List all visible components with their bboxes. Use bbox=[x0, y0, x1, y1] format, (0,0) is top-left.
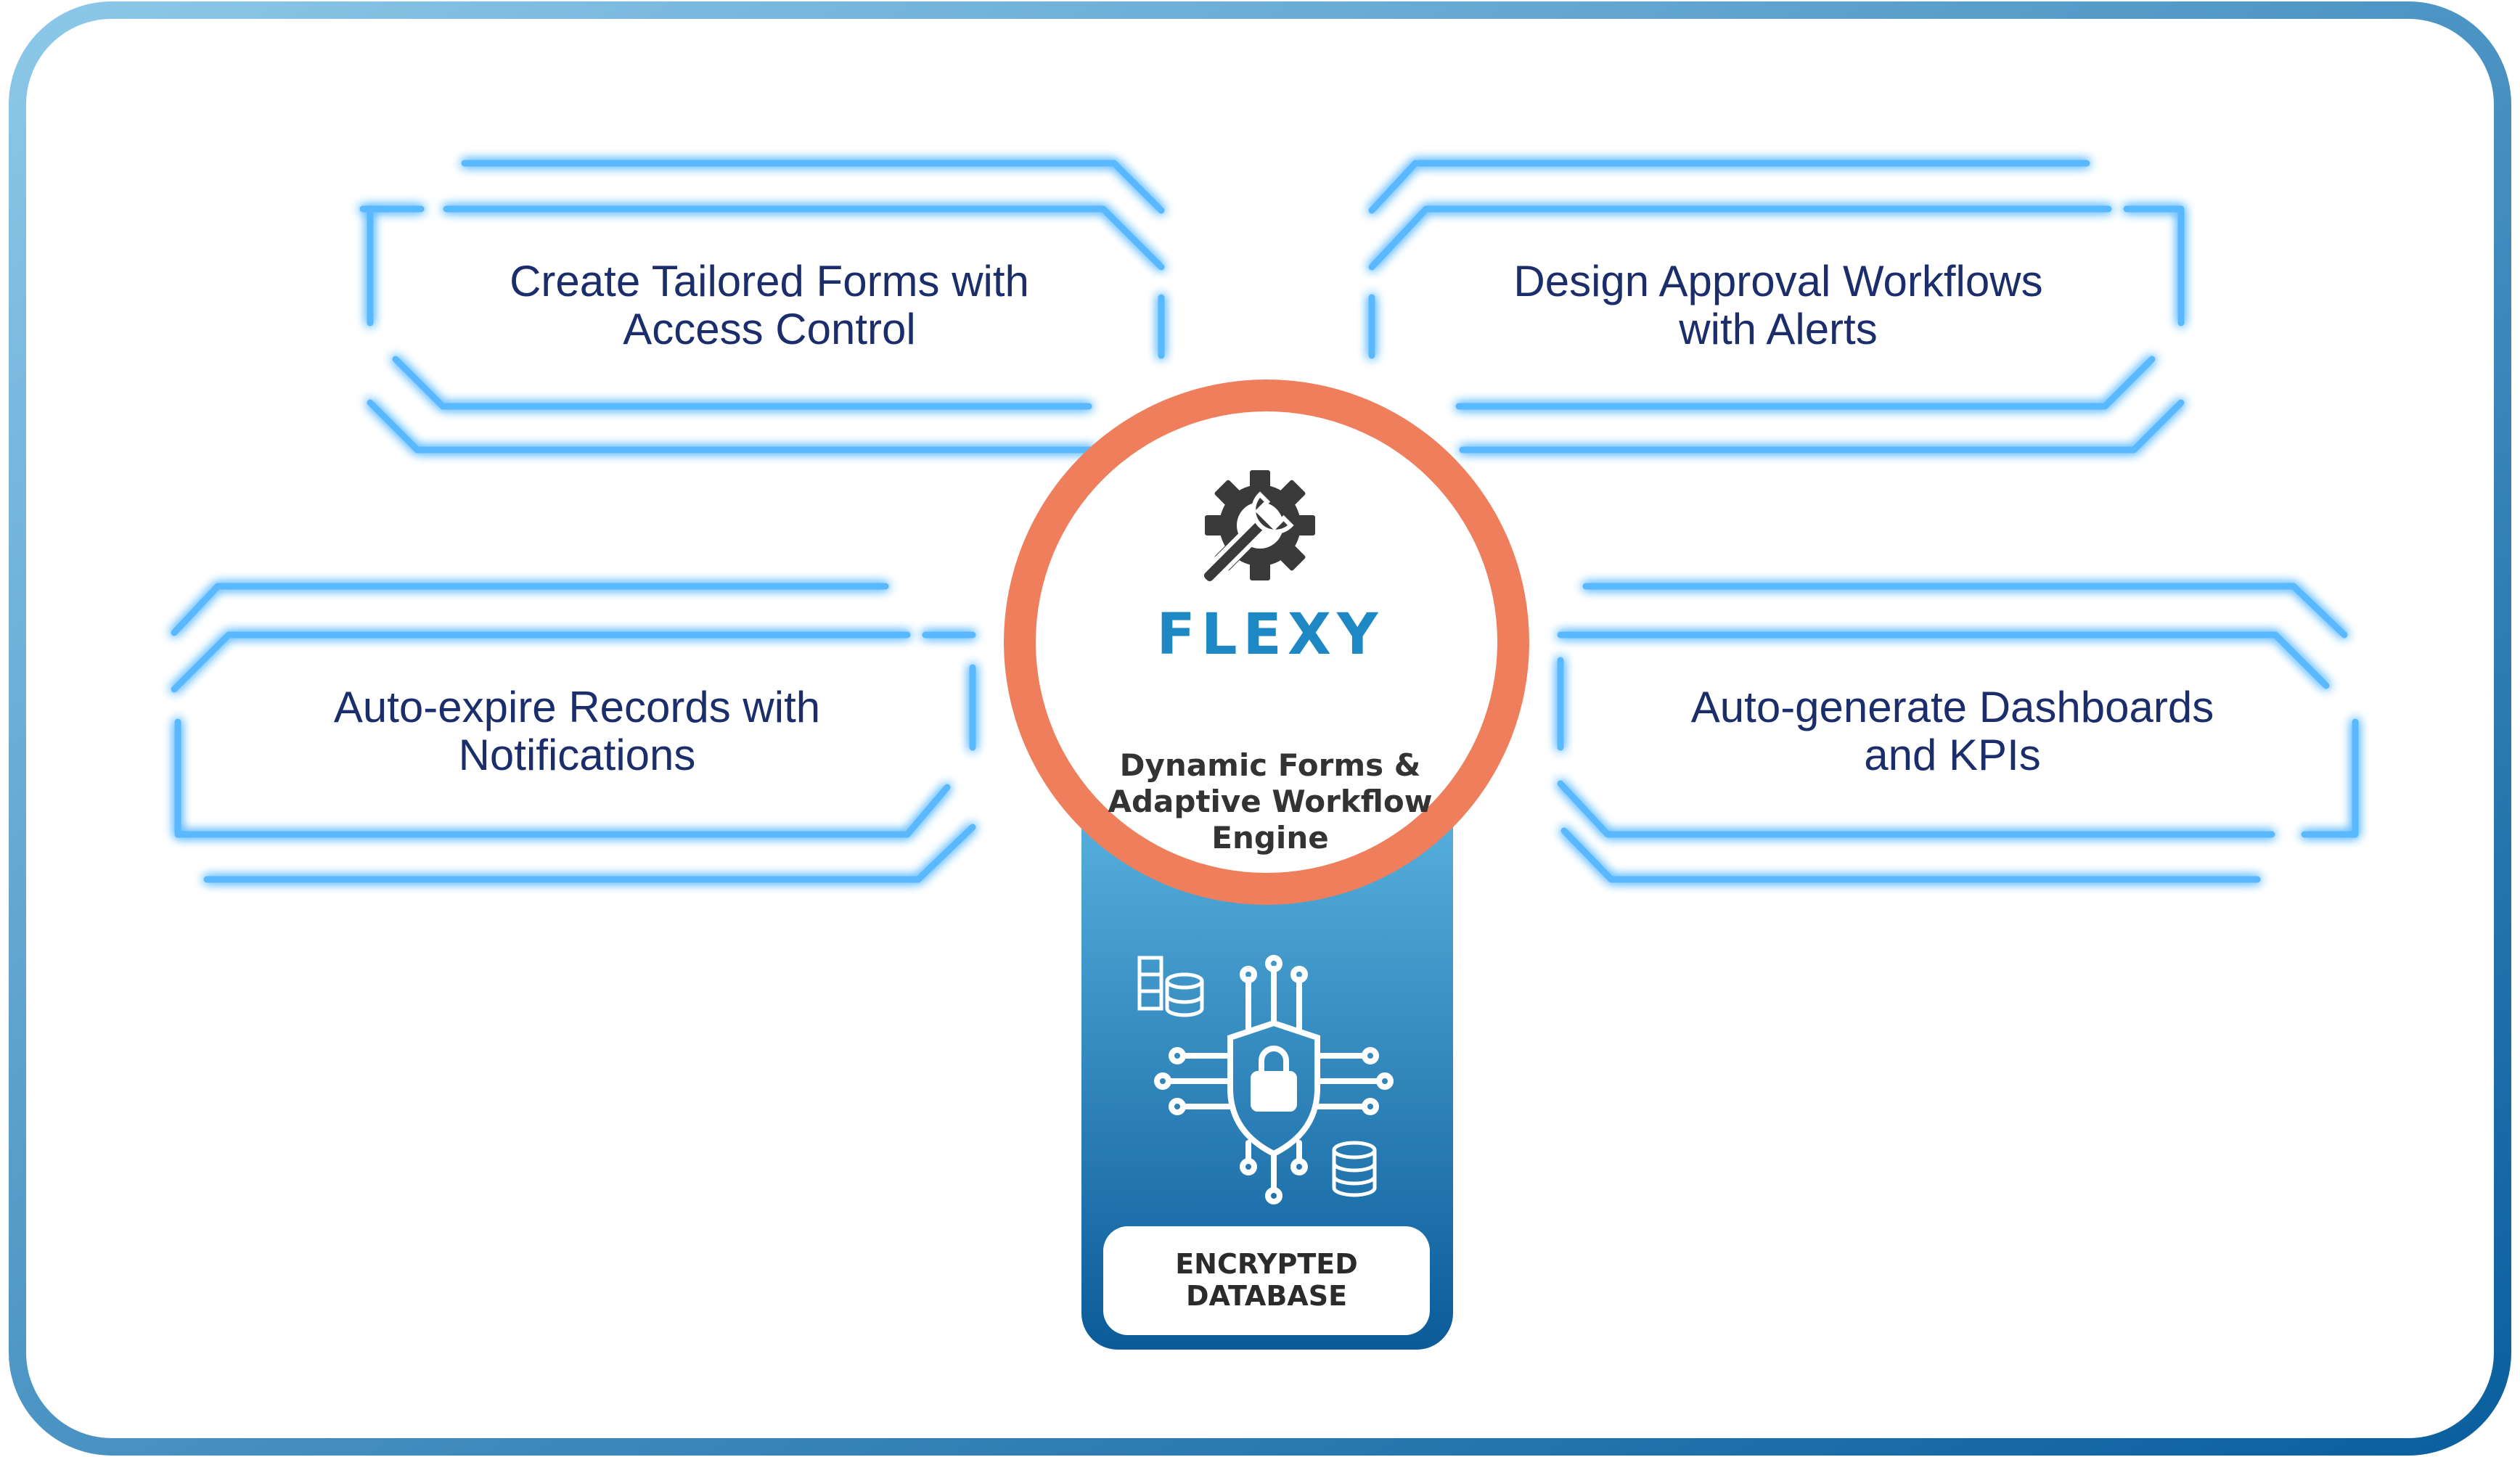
feature-line: Auto-generate Dashboards bbox=[1690, 683, 2214, 731]
feature-line: Create Tailored Forms with bbox=[510, 257, 1029, 305]
feature-line: Auto-expire Records with bbox=[333, 683, 821, 731]
core-disc bbox=[1036, 411, 1497, 873]
core-subtitle-line: Adaptive Workflow bbox=[1108, 784, 1433, 819]
core-subtitle-line: Engine bbox=[1211, 820, 1329, 855]
gear-wrench-icon bbox=[1199, 470, 1315, 586]
feature-frame-top-right bbox=[1368, 160, 2185, 453]
feature-frame-mid-right bbox=[1557, 583, 2359, 883]
feature-line: Notifications bbox=[458, 731, 696, 779]
feature-line: and KPIs bbox=[1864, 731, 2041, 779]
database-icon bbox=[1332, 1141, 1377, 1197]
feature-frame-mid-left bbox=[171, 583, 976, 883]
core-subtitle: Dynamic Forms & Adaptive Workflow Engine bbox=[1089, 747, 1452, 856]
database-label-line: ENCRYPTED bbox=[1175, 1248, 1358, 1280]
core-title: FLEXY bbox=[1156, 602, 1384, 668]
feature-text-top-left: Create Tailored Forms with Access Contro… bbox=[450, 258, 1089, 353]
feature-text-mid-right: Auto-generate Dashboards and KPIs bbox=[1633, 684, 2272, 779]
feature-line: Access Control bbox=[623, 305, 916, 353]
feature-frame-top-left bbox=[359, 160, 1165, 453]
server-database-icon bbox=[1137, 956, 1204, 1017]
feature-line: Design Approval Workflows bbox=[1513, 257, 2043, 305]
feature-text-top-right: Design Approval Workflows with Alerts bbox=[1459, 258, 2098, 353]
database-label-line: DATABASE bbox=[1185, 1280, 1348, 1312]
core-subtitle-line: Dynamic Forms & bbox=[1119, 747, 1421, 783]
feature-line: with Alerts bbox=[1679, 305, 1878, 353]
shield-lock-circuit-icon bbox=[1154, 955, 1394, 1204]
feature-text-mid-left: Auto-expire Records with Notifications bbox=[258, 684, 896, 779]
database-label: ENCRYPTED DATABASE bbox=[1103, 1226, 1430, 1335]
database-pillar bbox=[1081, 784, 1453, 1350]
